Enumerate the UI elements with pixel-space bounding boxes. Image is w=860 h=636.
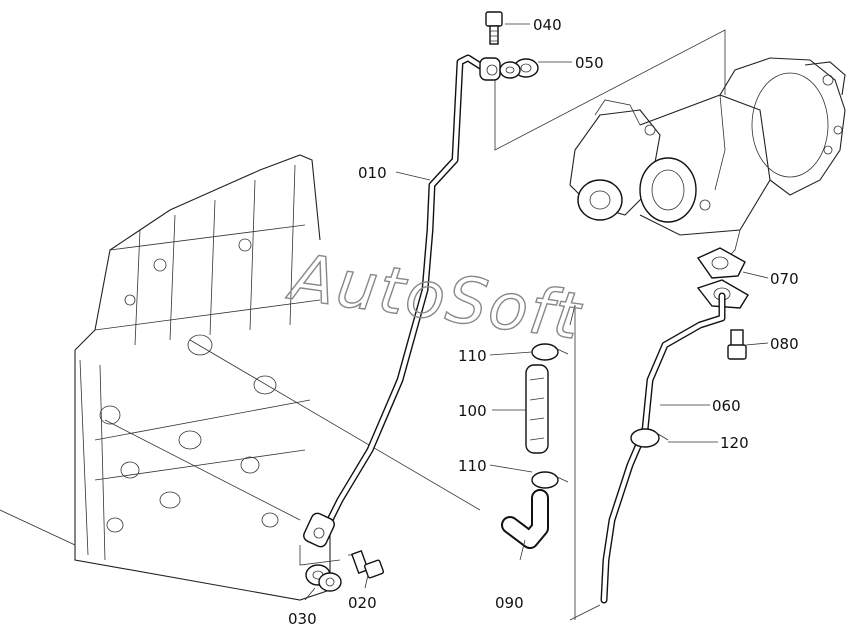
washer-030 — [305, 564, 342, 592]
callout-020: 020 — [348, 594, 377, 612]
callout-050: 050 — [575, 54, 604, 72]
elbow-090 — [501, 489, 549, 549]
callout-010: 010 — [358, 164, 387, 182]
callout-070: 070 — [770, 270, 799, 288]
clamp-120 — [630, 428, 669, 448]
callout-030: 030 — [288, 610, 317, 628]
watermark-text: AutoSoft — [283, 240, 587, 355]
hose-100 — [525, 364, 549, 454]
engine-block — [0, 154, 331, 601]
callout-leaders — [304, 23, 769, 601]
callout-120: 120 — [720, 434, 749, 452]
oil-pipe-010 — [303, 54, 501, 548]
bolt-040 — [485, 11, 503, 45]
clamp-110-lower — [531, 471, 569, 489]
callout-090: 090 — [495, 594, 524, 612]
callout-040: 040 — [533, 16, 562, 34]
return-pipe-060 — [600, 292, 726, 604]
callout-100: 100 — [458, 402, 487, 420]
callout-060: 060 — [712, 397, 741, 415]
washer-050 — [499, 58, 539, 79]
bolt-020 — [350, 549, 385, 579]
callout-110-lower: 110 — [458, 457, 487, 475]
turbocharger — [569, 57, 846, 256]
callout-080: 080 — [770, 335, 799, 353]
callout-110-upper: 110 — [458, 347, 487, 365]
leader-lines — [104, 29, 726, 621]
bolt-080 — [727, 329, 747, 360]
